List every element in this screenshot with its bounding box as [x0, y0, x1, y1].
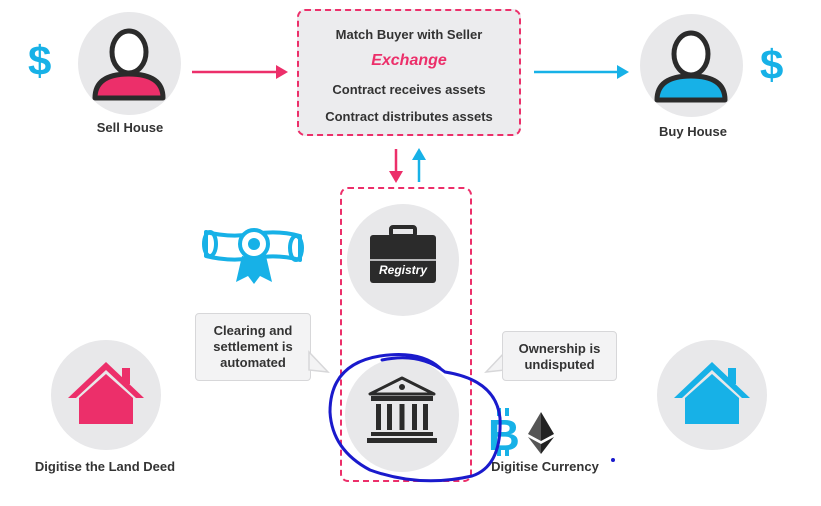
bubble-line: Clearing and [213, 323, 293, 338]
buyer-avatar [640, 14, 743, 117]
registry-circle [347, 204, 459, 316]
contract-receives-text: Contract receives assets [332, 82, 486, 97]
briefcase-icon [370, 225, 436, 283]
registry-bank-column [340, 187, 472, 482]
bubble-line: automated [220, 355, 286, 370]
exchange-to-buyer-arrow [534, 65, 629, 79]
clearing-settlement-bubble: Clearing and settlement is automated [195, 313, 311, 381]
seller-dollar-icon: $ [28, 37, 52, 84]
sell-house-label: Sell House [96, 120, 164, 135]
contract-distributes-text: Contract distributes assets [325, 109, 493, 124]
currency-house-circle [657, 340, 767, 450]
person-icon [92, 28, 166, 101]
svg-text:B: B [488, 411, 520, 460]
digitise-currency-label: Digitise Currency [491, 459, 599, 474]
exchange-to-registry-arrow [389, 149, 403, 183]
bubble-line: undisputed [524, 357, 595, 372]
buy-house-label: Buy House [659, 124, 727, 139]
exchange-title: Exchange [371, 52, 447, 69]
buyer-dollar-icon: $ [760, 41, 784, 88]
bank-circle [345, 358, 459, 472]
bubble-line: Ownership is [518, 341, 601, 356]
match-buyer-seller-text: Match Buyer with Seller [335, 27, 483, 42]
ownership-bubble: Ownership is undisputed [502, 331, 617, 381]
house-icon [68, 362, 144, 424]
exchange-box: Match Buyer with Seller Exchange Contrac… [297, 9, 521, 136]
person-icon [654, 30, 728, 103]
registry-label: Registry [378, 263, 428, 277]
registry-to-exchange-arrow [412, 148, 426, 182]
bitcoin-icon: B [488, 408, 520, 460]
seller-to-exchange-arrow [192, 65, 288, 79]
bubble-line: settlement is [213, 339, 293, 354]
seller-avatar [78, 12, 181, 115]
house-icon [674, 362, 750, 424]
land-deed-circle [51, 340, 161, 450]
digitise-land-deed-label: Digitise the Land Deed [34, 459, 176, 474]
ethereum-icon [528, 412, 554, 454]
bank-icon [367, 376, 437, 443]
